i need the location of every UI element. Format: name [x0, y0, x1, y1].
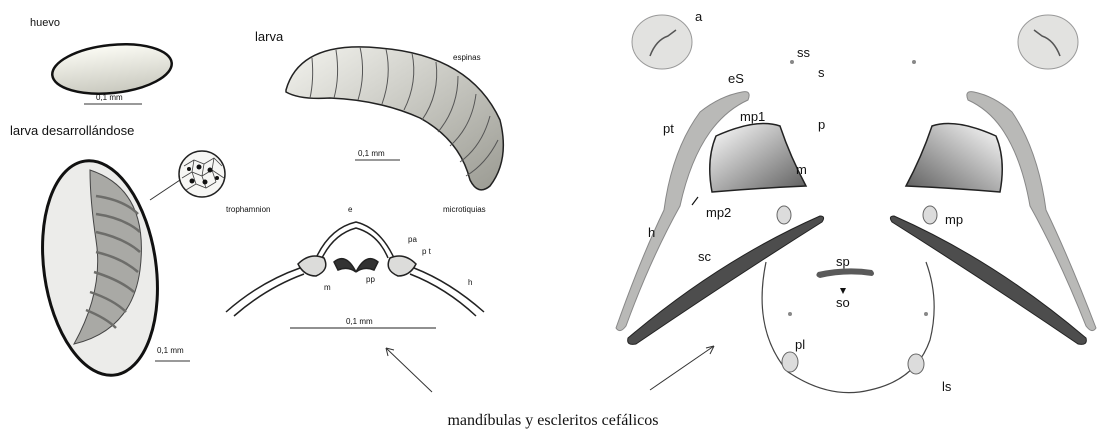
label-small-pa: pa [408, 236, 417, 244]
label-large-ls: ls [942, 380, 951, 393]
label-large-pt: pt [663, 122, 674, 135]
label-espinas: espinas [453, 54, 481, 62]
label-large-sp: sp [836, 255, 850, 268]
label-large-sc: sc [698, 250, 711, 263]
label-large-mp2: mp2 [706, 206, 731, 219]
label-large-mp1: mp1 [740, 110, 765, 123]
label-larva: larva [255, 30, 283, 43]
trophamnion-drawing [179, 151, 225, 197]
label-small-m: m [324, 284, 331, 292]
large-mouthparts-drawing [616, 15, 1096, 393]
label-large-a: a [695, 10, 702, 23]
label-large-so: so [836, 296, 850, 309]
larva-drawing [286, 47, 503, 190]
label-huevo: huevo [30, 18, 60, 29]
label-large-p: p [818, 118, 825, 131]
label-large-m: m [796, 163, 807, 176]
scale-label-developing: 0,1 mm [157, 347, 184, 355]
label-large-ss: ss [797, 46, 810, 59]
label-trophamnion: trophamnion [226, 206, 270, 214]
caption-arrows [386, 346, 714, 392]
figure-caption: mandíbulas y escleritos cefálicos [0, 412, 1106, 430]
label-small-h: h [468, 279, 472, 287]
label-larva-desarrollandose: larva desarrollándose [10, 124, 134, 137]
label-large-s: s [818, 66, 825, 79]
label-small-pt: p t [422, 248, 431, 256]
label-large-pl: pl [795, 338, 805, 351]
scale-label-egg: 0,1 mm [96, 94, 123, 102]
label-large-h: h [648, 226, 655, 239]
label-small-e: e [348, 206, 352, 214]
label-small-pp: pp [366, 276, 375, 284]
label-microtiquias: microtiquias [443, 206, 486, 214]
scale-label-larva: 0,1 mm [358, 150, 385, 158]
label-large-mp: mp [945, 213, 963, 226]
label-large-es: eS [728, 72, 744, 85]
scale-label-mouthparts: 0,1 mm [346, 318, 373, 326]
small-mouthparts-drawing [226, 222, 484, 328]
